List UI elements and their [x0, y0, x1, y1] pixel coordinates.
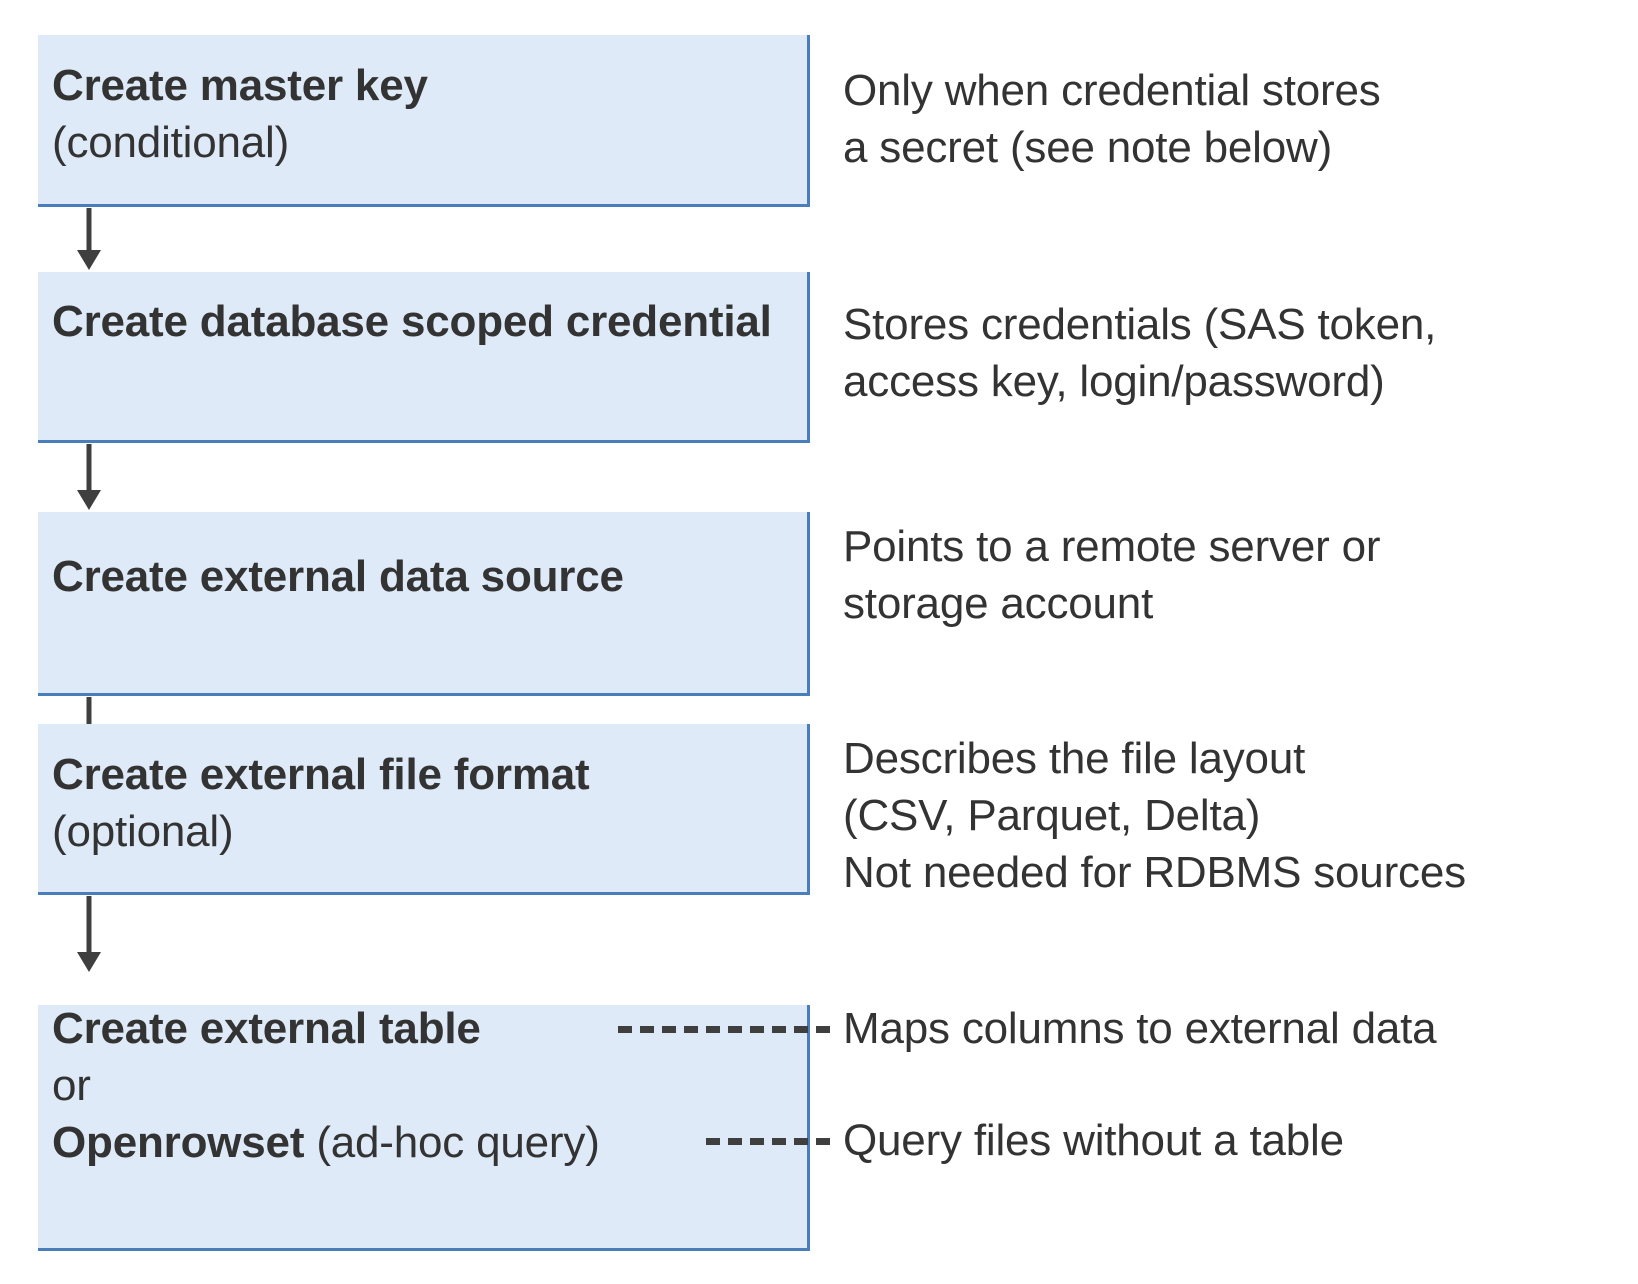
step-label-create-external-table-or-openrowset: Create external table or Openrowset (ad-… — [52, 1000, 1628, 1172]
final-step-title-openrowset: Openrowset — [52, 1118, 305, 1168]
step-box-create-external-table-or-openrowset[interactable] — [38, 1005, 810, 1251]
final-step-description-openrowset: Query files without a table — [843, 1116, 1344, 1165]
step-title: Create external file format — [52, 750, 590, 799]
step-box-create-external-data-source[interactable] — [38, 512, 810, 696]
step-label-create-database-scoped-credential: Create database scoped credential — [52, 293, 1628, 350]
step-description-create-database-scoped-credential: Stores credentials (SAS token, access ke… — [843, 300, 1437, 407]
step-description-create-external-file-format: Describes the file layout (CSV, Parquet,… — [843, 734, 1466, 898]
final-step-title-external-table: Create external table — [52, 1004, 481, 1053]
step-box-create-external-file-format[interactable] — [38, 724, 810, 895]
dashed-connector-icon — [706, 1138, 830, 1145]
step-qualifier: (conditional) — [52, 118, 290, 168]
final-step-qualifier-openrowset: (ad-hoc query) — [316, 1118, 600, 1168]
final-step-title-openrowset-line: Openrowset (ad-hoc query) — [52, 1114, 1628, 1171]
step-description-create-master-key: Only when credential stores a secret (se… — [843, 66, 1381, 173]
step-qualifier: (optional) — [52, 807, 234, 857]
step-box-create-database-scoped-credential[interactable] — [38, 272, 810, 443]
step-description-create-external-data-source: Points to a remote server or storage acc… — [843, 522, 1381, 629]
arrow-down-icon — [77, 208, 101, 270]
step-title: Create database scoped credential — [52, 297, 772, 346]
step-label-create-external-data-source: Create external data source — [52, 548, 1628, 605]
step-label-create-external-file-format: Create external file format (optional) — [52, 746, 1628, 860]
dashed-connector-icon — [618, 1026, 830, 1033]
final-step-connector-or: or — [52, 1061, 91, 1111]
final-step-description-external-table: Maps columns to external data — [843, 1004, 1437, 1053]
arrow-down-icon — [77, 444, 101, 510]
step-title: Create external data source — [52, 552, 624, 601]
step-box-create-master-key[interactable] — [38, 35, 810, 207]
step-label-create-master-key: Create master key (conditional) — [52, 57, 1628, 171]
step-title: Create master key — [52, 61, 428, 110]
arrow-down-icon — [77, 896, 101, 972]
